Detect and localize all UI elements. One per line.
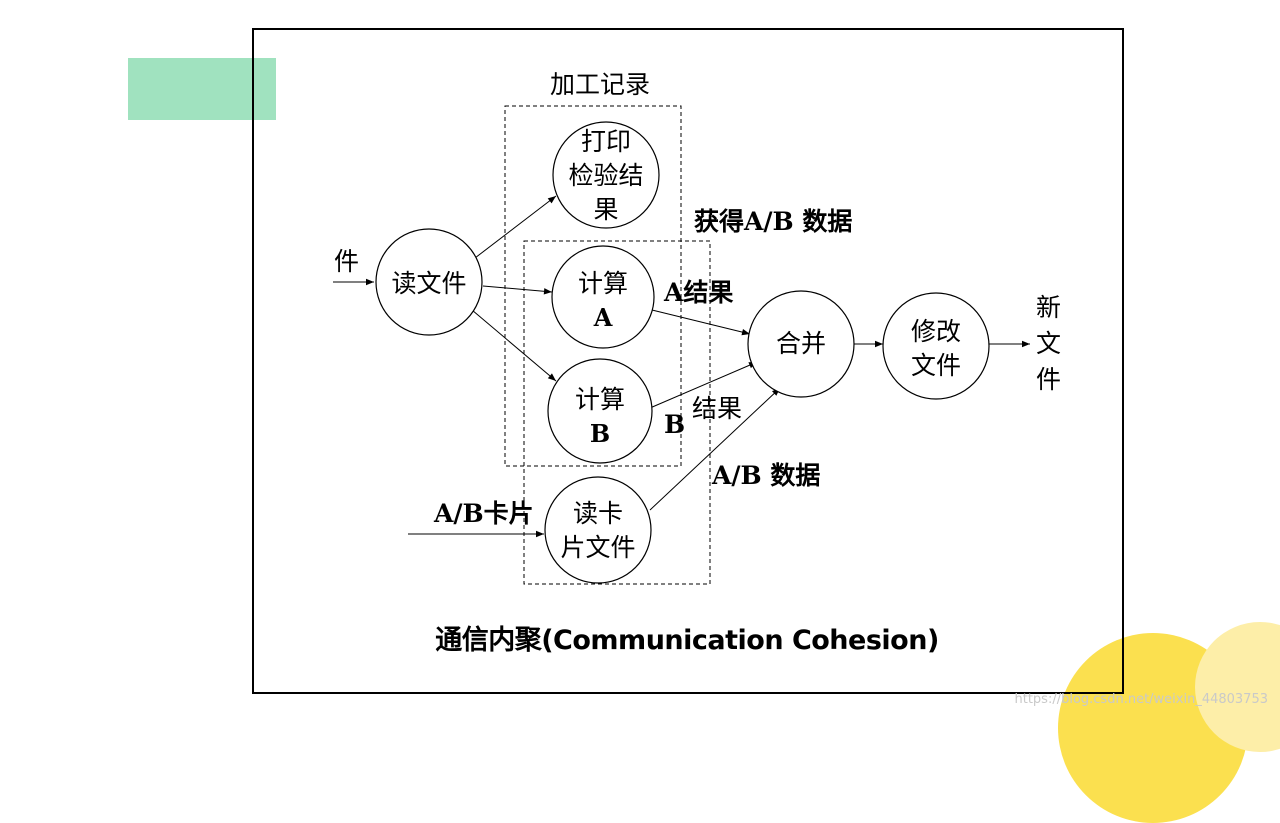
calc-b-label-line2: B <box>590 419 610 448</box>
new-file-label-line3: 件 <box>1036 365 1061 394</box>
print-check-label-line3: 果 <box>593 195 618 224</box>
a-result-label: A结果 <box>663 278 733 307</box>
diagram-caption: 通信内聚(Communication Cohesion) <box>435 625 939 656</box>
edge-read-file-to-calc-b <box>471 309 557 382</box>
node-merge <box>747 290 855 398</box>
edge-calc-b-to-merge <box>649 361 758 409</box>
ab-card-label: A/B卡片 <box>433 499 534 528</box>
node-print-check <box>552 121 660 229</box>
edge-read-file-to-print <box>474 195 557 259</box>
get-ab-data-label: 获得A/B 数据 <box>694 207 852 236</box>
node-modify-file <box>882 292 990 400</box>
new-file-label-line2: 文 <box>1036 329 1061 358</box>
node-calc-a <box>551 245 655 349</box>
read-file-label: 读文件 <box>391 269 466 298</box>
read-card-label-line2: 片文件 <box>560 533 635 562</box>
communication-cohesion-diagram: 读文件 打印 检验结 果 计算 A 计算 B 读卡 片文件 合并 修改 文件 加… <box>333 70 1061 585</box>
get-ab-data-group-box <box>523 240 711 585</box>
b-label: B <box>664 410 685 439</box>
decorative-green-rectangle <box>128 58 276 120</box>
node-calc-b <box>547 358 653 464</box>
edge-read-card-to-merge <box>649 387 781 511</box>
processing-record-group-box <box>504 105 682 467</box>
modify-file-label-line2: 文件 <box>911 351 961 380</box>
node-read-card <box>544 476 652 584</box>
calc-a-label-line1: 计算 <box>578 269 628 298</box>
new-file-label-line1: 新 <box>1036 293 1061 322</box>
read-card-label-line1: 读卡 <box>573 499 623 528</box>
processing-record-label: 加工记录 <box>550 70 650 99</box>
watermark-url: https://blog.csdn.net/weixin_44803753 <box>1014 692 1268 707</box>
input-file-label: 件 <box>334 247 359 276</box>
node-read-file <box>375 228 483 336</box>
diagram-frame <box>252 28 1124 694</box>
ab-data-label: A/B 数据 <box>711 461 820 490</box>
modify-file-label-line1: 修改 <box>911 317 961 346</box>
b-result-text-label: 结果 <box>692 394 742 423</box>
merge-label: 合并 <box>776 329 826 358</box>
print-check-label-line1: 打印 <box>581 127 631 156</box>
calc-b-label-line1: 计算 <box>575 385 625 414</box>
print-check-label-line2: 检验结 <box>568 161 643 190</box>
calc-a-label-line2: A <box>593 303 613 332</box>
edge-read-file-to-calc-a <box>482 285 553 295</box>
edge-calc-a-to-merge <box>651 309 751 336</box>
